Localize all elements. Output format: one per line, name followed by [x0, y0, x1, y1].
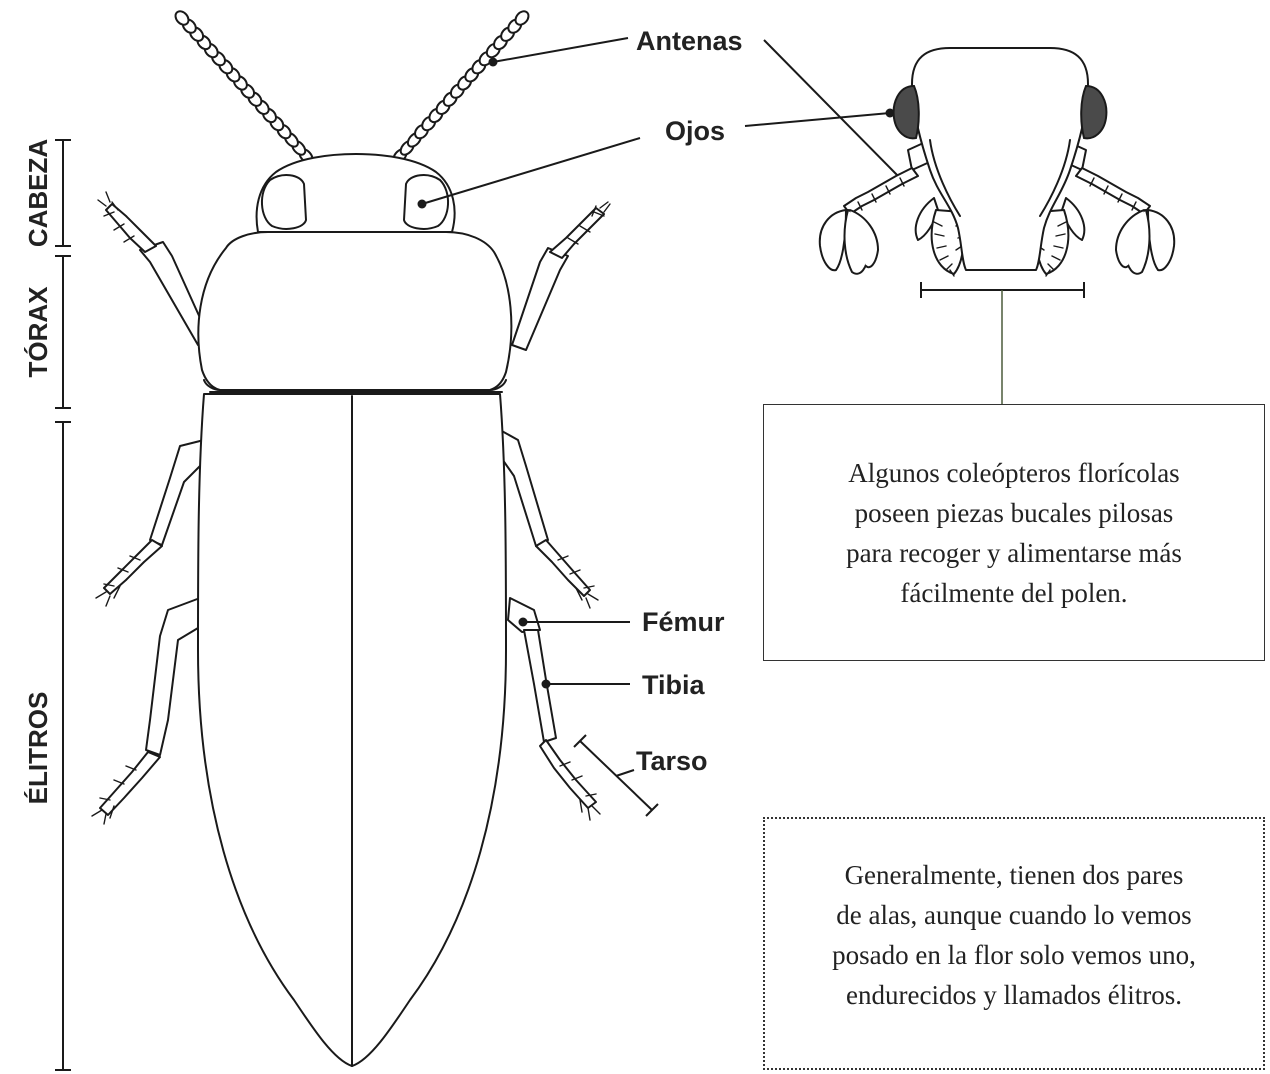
- frontal-right-eye: [1081, 86, 1106, 138]
- right-middle-leg: [500, 430, 598, 608]
- left-antenna: [173, 9, 315, 166]
- eyes-callout: Ojos: [418, 109, 895, 209]
- left-hind-leg: [92, 598, 200, 824]
- right-front-leg: [512, 202, 610, 350]
- tibia-callout: Tibia: [542, 670, 706, 700]
- frontal-left-antenna: [820, 140, 934, 274]
- head-bracket: [55, 140, 71, 246]
- mouthparts-note-text: Algunos coleópteros florícolas poseen pi…: [846, 453, 1182, 613]
- femur-label: Fémur: [642, 607, 725, 637]
- left-middle-leg: [96, 440, 206, 606]
- elytra-bracket: [55, 422, 71, 1070]
- wings-note: Generalmente, tienen dos pares de alas, …: [763, 817, 1265, 1070]
- left-front-leg: [98, 192, 210, 345]
- head-region-label: CABEZA: [23, 139, 53, 248]
- region-brackets: CABEZA TÓRAX ÉLITROS: [23, 139, 71, 1070]
- mouthparts-note: Algunos coleópteros florícolas poseen pi…: [763, 404, 1265, 661]
- right-antenna: [391, 9, 531, 166]
- head-frontal-illustration: [820, 48, 1174, 404]
- mouthparts-scale-bar: [921, 282, 1084, 404]
- frontal-right-antenna: [1060, 140, 1174, 274]
- tibia-label: Tibia: [642, 670, 706, 700]
- thorax-region-label: TÓRAX: [23, 286, 53, 378]
- wings-note-text: Generalmente, tienen dos pares de alas, …: [832, 855, 1196, 1015]
- right-hind-leg: [508, 598, 600, 820]
- thorax-bracket: [55, 256, 71, 408]
- beetle-dorsal-illustration: [92, 9, 610, 1066]
- tarsus-label: Tarso: [636, 746, 708, 776]
- antennae-label: Antenas: [636, 26, 743, 56]
- antennae-callout: Antenas: [489, 26, 905, 183]
- left-eye-outline: [262, 175, 306, 229]
- elytra-region-label: ÉLITROS: [23, 692, 53, 805]
- frontal-left-eye: [894, 86, 919, 138]
- eyes-label: Ojos: [665, 116, 725, 146]
- pronotum: [198, 232, 511, 390]
- femur-callout: Fémur: [519, 607, 726, 637]
